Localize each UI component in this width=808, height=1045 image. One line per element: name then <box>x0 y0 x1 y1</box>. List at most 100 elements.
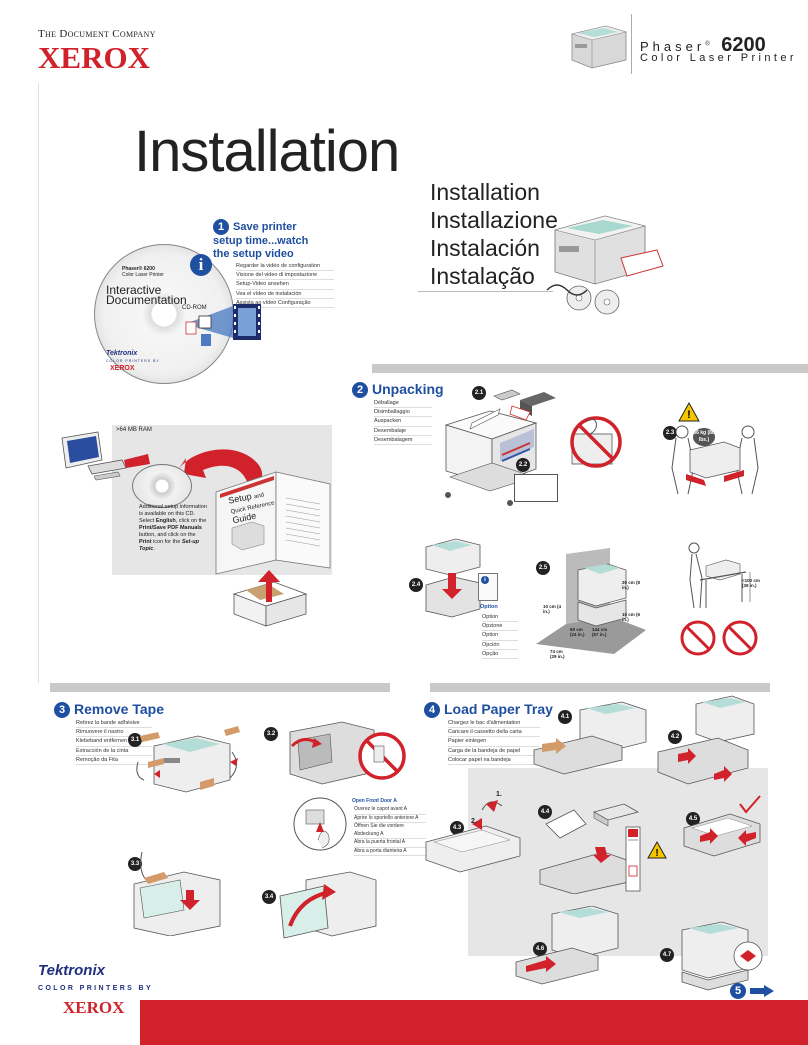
svg-text:!: ! <box>655 848 658 859</box>
tektronix-logo: Tektronix <box>38 962 105 979</box>
xerox-footer-logo: XEROX <box>63 998 125 1017</box>
step-2-2-callout: 2.2 <box>516 458 530 472</box>
step1-translations: Regarder la vidéo de configuration Visio… <box>236 262 334 309</box>
video-film-icon <box>185 304 261 346</box>
option-tray-illustration <box>425 538 481 618</box>
note-emphasis: Print/Save PDF Manuals <box>139 525 202 531</box>
option-title: Option <box>480 604 498 610</box>
setup-note: Additional setup information is availabl… <box>139 504 209 553</box>
ram-label: >64 MB RAM <box>116 427 152 433</box>
sub-step-label: 2. <box>471 818 477 825</box>
adjust-guides <box>425 800 521 873</box>
tray-guides <box>657 695 755 785</box>
dimension-label: 15 cm (6 in.) <box>622 612 641 622</box>
translation-item: Klebeband entfernen <box>76 737 152 747</box>
cd-brand-tektronix: Tektronix <box>106 350 138 357</box>
company-tagline: The Document Company <box>38 28 156 40</box>
translation-item: Opción <box>482 641 518 650</box>
arrow-right-icon <box>750 984 775 997</box>
language-titles: Installation Installazione Instalación I… <box>430 178 558 290</box>
svg-text:!: ! <box>687 409 691 421</box>
sub-step-label: 1. <box>496 791 502 798</box>
note-text: icon for the <box>151 539 182 545</box>
step-2-1-callout: 2.1 <box>472 386 486 400</box>
cd-brand-line: COLOR PRINTERS BY <box>106 359 160 363</box>
product-subtitle: Color Laser Printer <box>640 52 797 64</box>
remove-tape-printer <box>136 726 240 793</box>
language-titles-rule <box>418 291 553 292</box>
insert-cd-arrow <box>124 449 263 487</box>
translation-item: Opzione <box>482 622 518 632</box>
guide-title-and: and <box>253 492 265 501</box>
translation-item: Assista ao vídeo Configuração <box>236 299 334 309</box>
dimension-label: 60 cm (24 in.) <box>570 627 585 637</box>
translation-item: Option <box>482 631 518 641</box>
step-4-1-callout: 4.1 <box>558 710 572 724</box>
printer-thumbnail-image <box>570 25 628 69</box>
cd-product: Phaser® 6200 Color Laser Printer <box>122 266 164 278</box>
step-3-4-callout: 3.4 <box>262 890 276 904</box>
step4-section-bar <box>430 683 770 692</box>
step2-section-bar <box>372 364 808 373</box>
step-3-2-callout: 3.2 <box>264 727 278 741</box>
translation-item: Visione del video di impostazione <box>236 271 334 281</box>
warning-icon: ! <box>678 402 700 422</box>
language-title: Installation <box>430 179 540 205</box>
translation-item: Abra la puerta frontal A <box>354 839 426 848</box>
dimension-label: 20 cm (8 in.) <box>622 580 641 590</box>
step-3-3-callout: 3.3 <box>128 857 142 871</box>
header-divider <box>631 14 632 74</box>
info-icon: i <box>190 254 212 276</box>
product-number: 6200 <box>721 34 766 56</box>
cd-line3: CD-ROM <box>182 305 207 311</box>
cd-title: Interactive Documentation <box>106 283 187 307</box>
step3-translations: Retirez la bande adhésive Rimuovere il n… <box>76 719 152 766</box>
translation-item: Ouvrez le capot avant A <box>354 806 426 815</box>
translation-item: Carga de la bandeja de papel <box>448 747 540 756</box>
translation-item: Extracción de la cinta <box>76 747 152 756</box>
next-step-indicator[interactable]: 5 <box>730 982 775 1000</box>
cd-line2: Documentation <box>106 293 187 307</box>
unpack-box-illustration <box>232 570 308 627</box>
printer-kit-illustration <box>546 215 664 315</box>
step-2-3-callout: 2.3 <box>663 426 677 440</box>
translation-item: Disimballaggio <box>374 408 432 418</box>
cd-brand-xerox: XEROX <box>110 365 135 372</box>
note-text: , click on the <box>175 518 207 524</box>
option-translations: Option Opzione Option Opción Opção <box>482 613 518 660</box>
translation-item: Déballage <box>374 399 432 409</box>
translation-item: Auspacken <box>374 417 432 427</box>
door-latch-detail <box>293 797 347 851</box>
note-text: button, and click on the <box>139 532 196 538</box>
translation-item: Aprire lo sportello anteriore A <box>354 815 426 823</box>
door-title: Open Front Door A <box>352 798 397 804</box>
translation-item: Opção <box>482 650 518 660</box>
translation-item: Abra a porta dianteira A <box>354 848 426 856</box>
step-2-4-callout: 2.4 <box>409 578 423 592</box>
language-title: Installazione <box>430 207 558 233</box>
no-tilt-prohibition-icons <box>680 620 758 656</box>
step-4-5-callout: 4.5 <box>686 812 700 826</box>
step3-section-bar <box>50 683 390 692</box>
insert-tray <box>515 906 619 985</box>
pull-out-tray <box>533 701 647 775</box>
note-emphasis: English <box>155 518 176 524</box>
cd-line1: Interactive <box>106 283 162 297</box>
translation-item: Retirez la bande adhésive <box>76 719 152 729</box>
translation-item: Caricare il cassetto della carta <box>448 728 540 738</box>
step4-number: 4 <box>424 702 440 719</box>
accessories-illustration <box>493 389 556 421</box>
translation-item: Desembalaje <box>374 427 432 436</box>
translation-item: Öffnen Sie die vordere Abdeckung A <box>354 823 426 839</box>
note-emphasis: Set-up Topic <box>139 539 199 552</box>
red-footer-band <box>140 1000 808 1045</box>
tray-complete <box>681 921 763 991</box>
dimension-label: 74 cm (29 in.) <box>550 649 565 659</box>
page-title: Installation <box>134 119 400 184</box>
weight-label: 36 kg (80 lbs.) <box>693 428 715 446</box>
cd-product-name: Phaser® 6200 <box>122 266 155 272</box>
dimension-label: 144 cm (57 in.) <box>592 627 608 637</box>
close-front-door <box>279 871 377 939</box>
dimension-label: <100 cm (39 in.) <box>742 578 760 588</box>
